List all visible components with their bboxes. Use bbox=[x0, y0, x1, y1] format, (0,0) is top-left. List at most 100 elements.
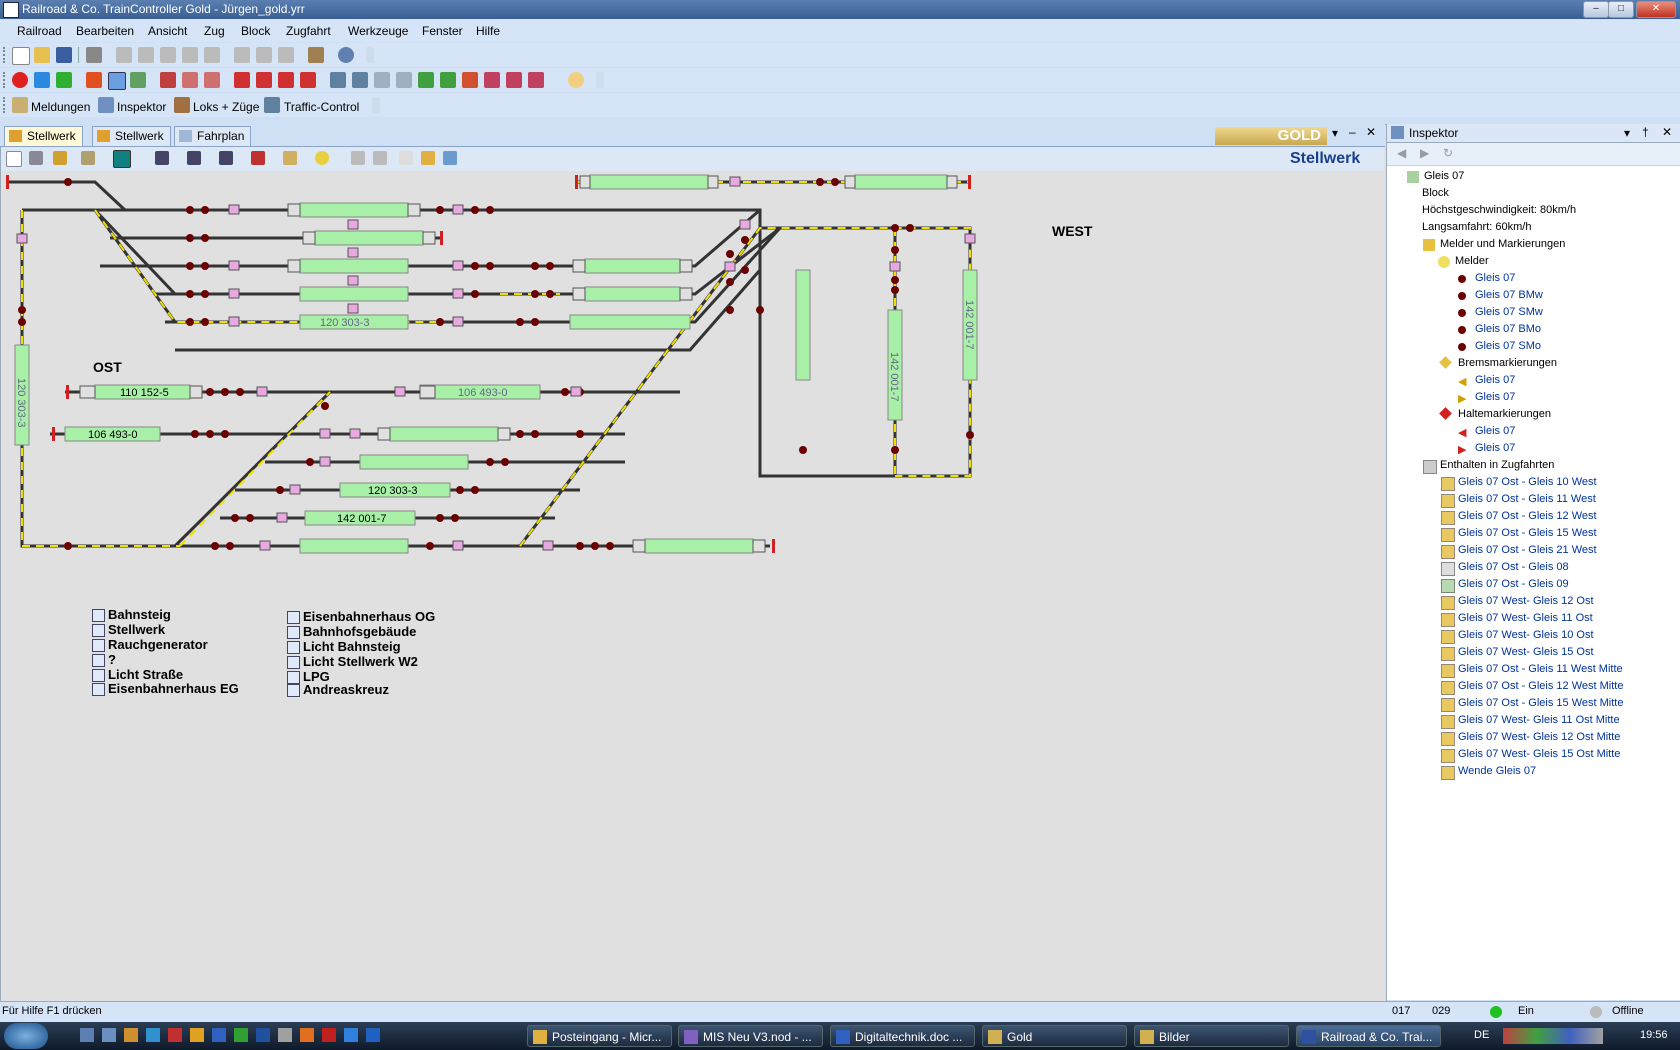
tab-menu-icon[interactable]: ▾ bbox=[1332, 126, 1339, 140]
select-arrow-icon[interactable] bbox=[6, 151, 22, 167]
signal-icon[interactable] bbox=[160, 72, 176, 88]
smiley-icon[interactable] bbox=[421, 151, 435, 165]
menu-zugfahrt[interactable]: Zugfahrt bbox=[286, 24, 331, 38]
close-button[interactable]: ✕ bbox=[1636, 1, 1676, 18]
quicklaunch-icon[interactable] bbox=[124, 1028, 138, 1042]
open-icon[interactable] bbox=[34, 47, 50, 63]
tab-fahrplan[interactable]: Fahrplan bbox=[174, 126, 252, 146]
cut-icon[interactable] bbox=[160, 47, 176, 63]
meldungen-button[interactable]: Meldungen bbox=[31, 100, 91, 114]
emergency-stop-icon[interactable] bbox=[12, 72, 28, 88]
paste-icon[interactable] bbox=[204, 47, 220, 63]
tree-item-route[interactable]: Wende Gleis 07 bbox=[1441, 765, 1536, 780]
tree-item-route[interactable]: Gleis 07 Ost - Gleis 15 West bbox=[1441, 527, 1597, 542]
switch-lpg[interactable]: LPG bbox=[287, 669, 330, 684]
task-gold[interactable]: Gold bbox=[982, 1025, 1127, 1047]
tree-item-route[interactable]: Gleis 07 Ost - Gleis 12 West Mitte bbox=[1441, 680, 1623, 695]
cross-icon[interactable] bbox=[462, 72, 478, 88]
save-icon[interactable] bbox=[56, 47, 72, 63]
loop-icon[interactable] bbox=[484, 72, 500, 88]
signal-tool-icon[interactable] bbox=[251, 151, 265, 165]
tree-group-haltemarkierungen[interactable]: Haltemarkierungen bbox=[1439, 407, 1551, 420]
tab-close-icon[interactable]: ✕ bbox=[1366, 125, 1377, 139]
switch-unknown[interactable]: ? bbox=[92, 652, 116, 667]
toolbar-grip[interactable] bbox=[3, 97, 8, 113]
switch-stellwerk[interactable]: Stellwerk bbox=[92, 622, 165, 637]
status-ein[interactable]: Ein bbox=[1518, 1005, 1534, 1017]
menu-fenster[interactable]: Fenster bbox=[422, 24, 463, 38]
quicklaunch-icon[interactable] bbox=[168, 1028, 182, 1042]
tools-icon[interactable] bbox=[308, 47, 324, 63]
switch-eisenbahnerhaus-eg[interactable]: Eisenbahnerhaus EG bbox=[92, 681, 239, 696]
tree-item-route[interactable]: Gleis 07 West- Gleis 10 Ost bbox=[1441, 629, 1594, 644]
link-icon[interactable] bbox=[506, 72, 522, 88]
up-icon[interactable] bbox=[396, 72, 412, 88]
print-icon[interactable] bbox=[86, 47, 102, 63]
tree-item-route[interactable]: Gleis 07 West- Gleis 11 Ost Mitte bbox=[1441, 714, 1620, 729]
quicklaunch-icon[interactable] bbox=[256, 1028, 270, 1042]
image-tool-icon[interactable] bbox=[443, 151, 457, 165]
sensor-tool-icon[interactable] bbox=[315, 151, 329, 165]
tree-item-route[interactable]: Gleis 07 Ost - Gleis 09 bbox=[1441, 578, 1569, 593]
switch-bahnsteig[interactable]: Bahnsteig bbox=[92, 607, 171, 622]
menu-bearbeiten[interactable]: Bearbeiten bbox=[76, 24, 135, 38]
menu-werkzeuge[interactable]: Werkzeuge bbox=[348, 24, 409, 38]
switch-andreaskreuz[interactable]: Andreaskreuz bbox=[287, 682, 389, 697]
tree-item-sensor[interactable]: Gleis 07 SMw bbox=[1458, 306, 1543, 318]
block-icon[interactable] bbox=[182, 72, 198, 88]
tree-item-stop-marker[interactable]: ◀Gleis 07 bbox=[1458, 425, 1515, 439]
switch-rauchgenerator[interactable]: Rauchgenerator bbox=[92, 637, 208, 652]
toolbar-options-icon[interactable] bbox=[596, 72, 604, 88]
tree-group-melder[interactable]: Melder bbox=[1438, 255, 1489, 268]
switch-licht-strasse[interactable]: Licht Straße bbox=[92, 667, 183, 682]
undo-icon[interactable] bbox=[116, 47, 132, 63]
tree-item-sensor[interactable]: Gleis 07 SMo bbox=[1458, 340, 1541, 352]
maximize-button[interactable]: □ bbox=[1608, 1, 1634, 18]
go-icon[interactable] bbox=[56, 72, 72, 88]
quicklaunch-icon[interactable] bbox=[300, 1028, 314, 1042]
tree-item-route[interactable]: Gleis 07 Ost - Gleis 12 West bbox=[1441, 510, 1597, 525]
tab-stellwerk-2[interactable]: Stellwerk bbox=[92, 126, 171, 146]
menu-ansicht[interactable]: Ansicht bbox=[148, 24, 188, 38]
inspektor-button[interactable]: Inspektor bbox=[117, 100, 167, 114]
tree-item-route[interactable]: Gleis 07 Ost - Gleis 15 West Mitte bbox=[1441, 697, 1623, 712]
language-indicator[interactable]: DE bbox=[1474, 1029, 1490, 1041]
tree-root[interactable]: Gleis 07 bbox=[1407, 170, 1464, 183]
quicklaunch-icon[interactable] bbox=[278, 1028, 292, 1042]
stop-icon[interactable] bbox=[234, 72, 250, 88]
tree-icon[interactable] bbox=[418, 72, 434, 88]
globe-icon[interactable] bbox=[338, 47, 354, 63]
color-picker[interactable] bbox=[113, 150, 131, 168]
copy-icon[interactable] bbox=[182, 47, 198, 63]
curve-tool-icon[interactable] bbox=[187, 151, 201, 165]
task-posteingang[interactable]: Posteingang - Micr... bbox=[527, 1025, 672, 1047]
text-tool-icon[interactable] bbox=[373, 151, 387, 165]
reset-icon[interactable] bbox=[300, 72, 316, 88]
quicklaunch-icon[interactable] bbox=[190, 1028, 204, 1042]
refresh-icon[interactable]: ↻ bbox=[1443, 146, 1454, 160]
toolbar-grip[interactable] bbox=[3, 72, 8, 88]
tree-item-route[interactable]: Gleis 07 Ost - Gleis 10 West bbox=[1441, 476, 1597, 491]
panel-close-icon[interactable]: ✕ bbox=[1662, 125, 1673, 139]
pencil-icon[interactable] bbox=[53, 151, 67, 165]
tree-item-brake-marker[interactable]: ▶Gleis 07 bbox=[1458, 391, 1515, 405]
firefox-icon[interactable] bbox=[146, 1028, 160, 1042]
freeze-icon[interactable] bbox=[34, 72, 50, 88]
menu-block[interactable]: Block bbox=[241, 24, 271, 38]
switch-licht-bahnsteig[interactable]: Licht Bahnsteig bbox=[287, 639, 401, 654]
quicklaunch-icon[interactable] bbox=[366, 1028, 380, 1042]
text-icon[interactable] bbox=[440, 72, 456, 88]
tree-group-zugfahrten[interactable]: Enthalten in Zugfahrten bbox=[1423, 459, 1554, 474]
back-icon[interactable]: ◀ bbox=[1397, 146, 1407, 160]
task-digitaltechnik[interactable]: Digitaltechnik.doc ... bbox=[830, 1025, 975, 1047]
tray-icons[interactable] bbox=[1503, 1028, 1603, 1044]
tree-item-route[interactable]: Gleis 07 West- Gleis 12 Ost bbox=[1441, 595, 1594, 610]
tree-item-brake-marker[interactable]: ◀Gleis 07 bbox=[1458, 374, 1515, 388]
quicklaunch-icon[interactable] bbox=[234, 1028, 248, 1042]
tree-item-route[interactable]: Gleis 07 West- Gleis 11 Ost bbox=[1441, 612, 1593, 627]
tree-item-stop-marker[interactable]: ▶Gleis 07 bbox=[1458, 442, 1515, 456]
status-offline[interactable]: Offline bbox=[1612, 1005, 1644, 1017]
loks-zuege-button[interactable]: Loks + Züge bbox=[193, 100, 260, 114]
swap-icon[interactable] bbox=[352, 72, 368, 88]
toolbar-grip[interactable] bbox=[3, 47, 8, 63]
